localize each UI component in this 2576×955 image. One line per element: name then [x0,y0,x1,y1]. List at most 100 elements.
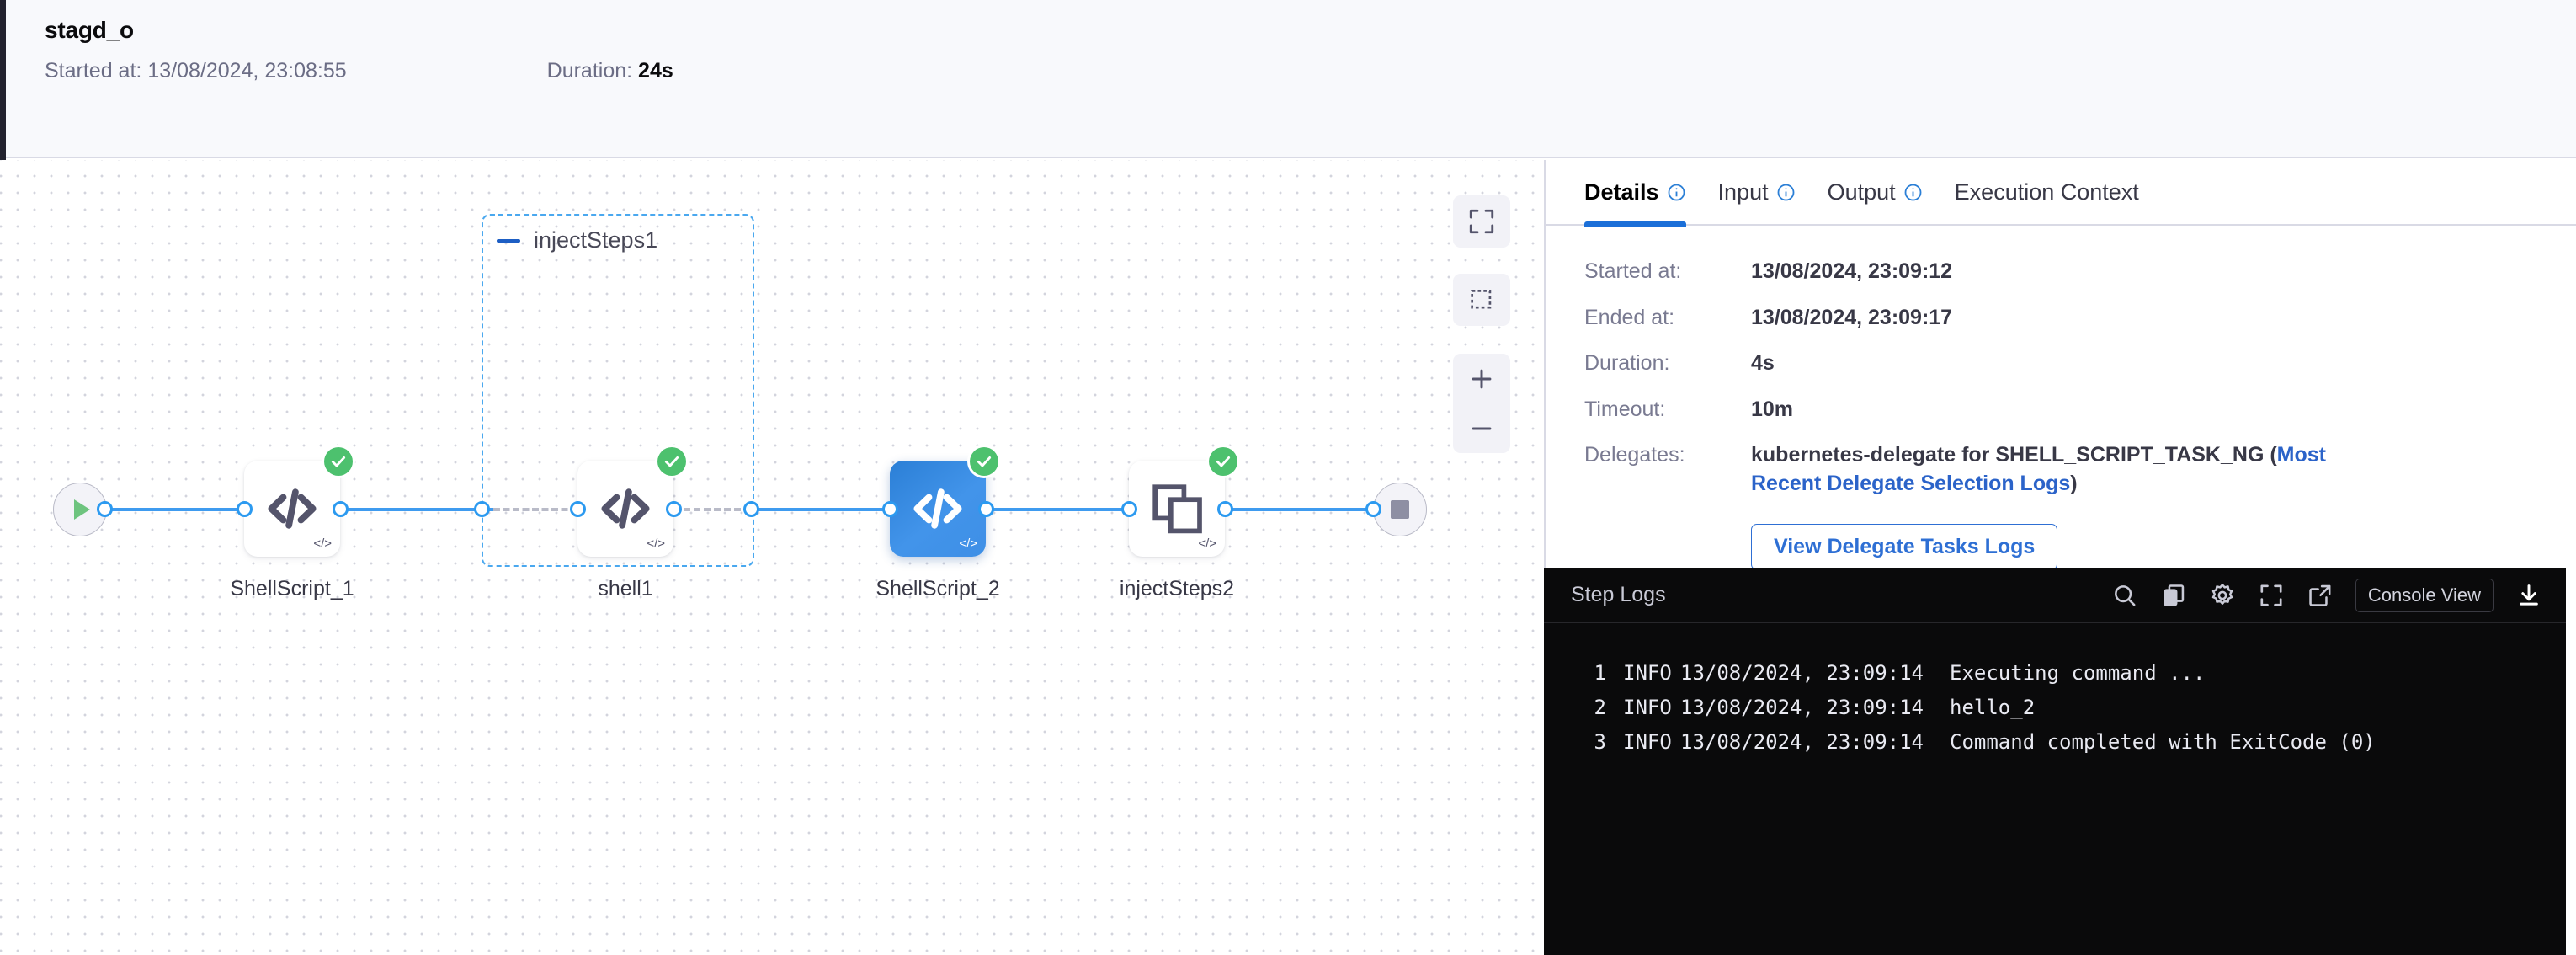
detail-value: 13/08/2024, 23:09:17 [1751,305,1953,329]
port-injectsteps2-out[interactable] [1217,501,1233,517]
port-end-in[interactable] [1365,501,1381,517]
log-timestamp: 13/08/2024, 23:09:14 [1680,729,1924,754]
node-label-shell1: shell1 [598,577,653,600]
step-group-header[interactable]: injectSteps1 [497,227,657,253]
selection-box-button[interactable] [1453,274,1510,326]
detail-key: Timeout: [1584,397,1666,421]
header-meta: Started at: 13/08/2024, 23:08:55 Duratio… [45,59,673,83]
detail-value: 4s [1751,351,1775,375]
log-line-number: 2 [1594,695,1606,719]
port-start-out[interactable] [97,501,113,517]
download-icon[interactable] [2515,582,2542,609]
node-injectsteps2[interactable]: </> [1129,461,1225,557]
info-icon[interactable] [1776,183,1796,202]
port-group-in[interactable] [474,501,490,517]
node-label-shellscript-1: ShellScript_1 [230,577,354,600]
port-group-out[interactable] [743,501,759,517]
node-shellscript-2[interactable]: </> [890,461,986,557]
delegate-text: kubernetes-delegate for SHELL_SCRIPT_TAS… [1751,443,2277,467]
zoom-out-button[interactable] [1453,403,1510,453]
search-icon[interactable] [2111,582,2138,609]
port-shell1-in[interactable] [570,501,586,517]
started-at-value: 13/08/2024, 23:08:55 [147,59,347,83]
collapse-minus-icon[interactable] [497,238,520,243]
fit-to-screen-button[interactable] [1453,195,1510,248]
port-injectsteps2-in[interactable] [1121,501,1137,517]
node-type-code-icon: </> [313,536,332,551]
detail-row-duration: Duration: 4s [1546,349,2576,378]
port-shell1-out[interactable] [666,501,682,517]
gear-icon[interactable] [2209,582,2236,609]
log-line: 3 INFO 13/08/2024, 23:09:14 Command comp… [1544,724,2566,759]
node-type-code-icon: </> [647,536,665,551]
execution-header: stagd_o Started at: 13/08/2024, 23:08:55… [6,0,2576,158]
log-level: INFO [1623,660,1672,685]
info-icon[interactable] [1667,183,1686,202]
detail-key: Started at: [1584,259,1682,283]
fullscreen-icon[interactable] [2258,582,2285,609]
tab-details[interactable]: Details [1584,159,1686,227]
console-title: Step Logs [1571,583,1666,606]
app-left-rail [0,0,6,160]
details-content: Started at: 13/08/2024, 23:09:12 Ended a… [1546,226,2576,570]
console-header: Step Logs Console View [1544,568,2566,623]
step-group-injectsteps1[interactable] [482,214,754,567]
page-title: stagd_o [45,17,134,43]
tab-output[interactable]: Output [1828,159,1923,225]
tab-execution-context[interactable]: Execution Context [1955,159,2139,225]
pipeline-canvas[interactable]: injectSteps1 </> [0,160,1544,955]
log-level: INFO [1623,729,1672,754]
expand-icon [1469,209,1494,234]
detail-row-delegates: Delegates: kubernetes-delegate for SHELL… [1546,441,2576,498]
tab-output-label: Output [1827,179,1896,205]
log-message: Executing command ... [1950,660,2206,685]
log-timestamp: 13/08/2024, 23:09:14 [1680,660,1924,685]
port-shellscript1-in[interactable] [237,501,253,517]
zoom-in-out-group[interactable] [1453,354,1510,453]
port-shellscript1-out[interactable] [333,501,349,517]
edge-group-to-shellscript2 [749,508,889,511]
edge-group-in-to-shell1 [493,508,577,511]
console-log-area[interactable]: 1 INFO 13/08/2024, 23:09:14 Executing co… [1544,623,2566,759]
delegate-selection-logs-link[interactable]: Most Recent Delegate Selection Logs [1751,443,2326,495]
node-shellscript-1[interactable]: </> [244,461,340,557]
code-icon [913,488,962,529]
log-line-number: 1 [1594,660,1606,685]
started-at-meta: Started at: 13/08/2024, 23:08:55 [45,59,347,83]
duration-meta: Duration: 24s [547,59,673,83]
node-label-injectsteps2: injectSteps2 [1119,577,1235,600]
console-toolbar: Console View [2111,568,2542,623]
external-link-icon[interactable] [2307,582,2334,609]
panel-tabs: Details Input Output Execution Context [1546,159,2576,227]
node-shell1[interactable]: </> [577,461,673,557]
info-icon[interactable] [1903,183,1923,202]
started-at-label: Started at: [45,59,142,83]
marquee-icon [1471,290,1492,309]
meta-spacer [347,59,547,83]
node-type-code-icon: </> [1198,536,1216,551]
plus-icon [1472,369,1492,388]
port-shellscript2-out[interactable] [978,501,994,517]
view-delegate-tasks-logs-button[interactable]: View Delegate Tasks Logs [1751,524,2058,570]
log-line: 1 INFO 13/08/2024, 23:09:14 Executing co… [1544,655,2566,690]
copy-icon[interactable] [2160,582,2187,609]
port-shellscript2-in[interactable] [882,501,898,517]
detail-row-ended-at: Ended at: 13/08/2024, 23:09:17 [1546,304,2576,333]
stop-icon [1391,500,1409,519]
node-label-shellscript-2: ShellScript_2 [876,577,1000,600]
zoom-in-button[interactable] [1453,354,1510,403]
tab-execution-context-label: Execution Context [1954,179,2139,205]
tab-input[interactable]: Input [1718,159,1796,225]
tab-input-label: Input [1717,179,1769,205]
minus-icon [1472,427,1492,429]
node-type-code-icon: </> [959,536,977,551]
delegate-suffix: ) [2070,471,2078,495]
detail-row-started-at: Started at: 13/08/2024, 23:09:12 [1546,258,2576,286]
code-icon [268,488,317,529]
console-view-button[interactable]: Console View [2355,579,2494,612]
edge-shellscript2-to-injectsteps2 [987,508,1128,511]
log-message: hello_2 [1950,695,2036,719]
step-logs-console: Step Logs Console View [1544,568,2566,955]
log-line: 2 INFO 13/08/2024, 23:09:14 hello_2 [1544,690,2566,724]
status-badge-injectsteps2 [1209,447,1237,476]
